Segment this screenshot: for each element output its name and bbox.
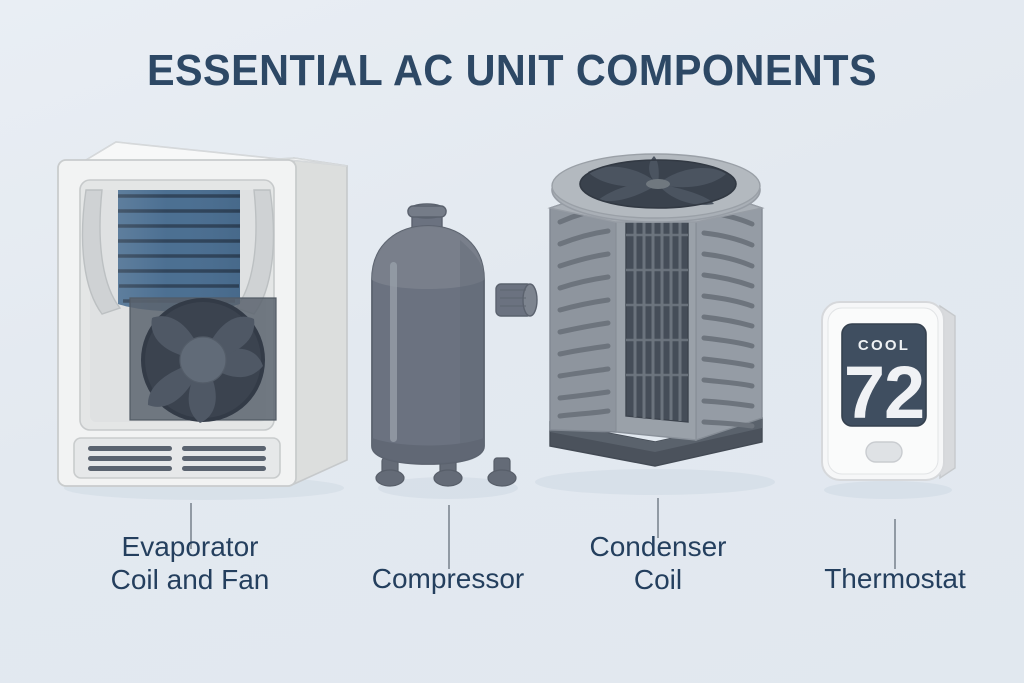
leader-line-thermostat xyxy=(894,519,896,569)
leader-line-evaporator xyxy=(190,503,192,549)
leader-line-compressor xyxy=(448,505,450,569)
compressor-tank-icon xyxy=(371,203,538,499)
label-thermostat: Thermostat xyxy=(824,563,966,594)
component-thermostat: COOL 72 xyxy=(808,292,978,502)
component-evaporator-coil-and-fan xyxy=(44,138,364,500)
label-evaporator-coil-and-fan: Evaporator Coil and Fan xyxy=(110,531,270,596)
component-compressor xyxy=(360,200,540,500)
thermostat-temperature-value: 72 xyxy=(843,351,925,434)
thermostat-screen[interactable]: COOL 72 xyxy=(842,324,926,434)
evaporator-coil-and-fan-icon xyxy=(57,141,348,500)
label-condenser-coil: Condenser Coil xyxy=(589,531,727,596)
label-compressor: Compressor xyxy=(371,563,525,594)
thermostat-mode-label: COOL xyxy=(857,337,911,354)
leader-line-condenser xyxy=(657,498,659,538)
condenser-coil-unit-icon xyxy=(535,153,775,495)
page-title: ESSENTIAL AC UNIT COMPONENTS xyxy=(146,46,878,95)
thermostat-icon xyxy=(821,301,956,499)
component-condenser-coil xyxy=(530,150,780,500)
